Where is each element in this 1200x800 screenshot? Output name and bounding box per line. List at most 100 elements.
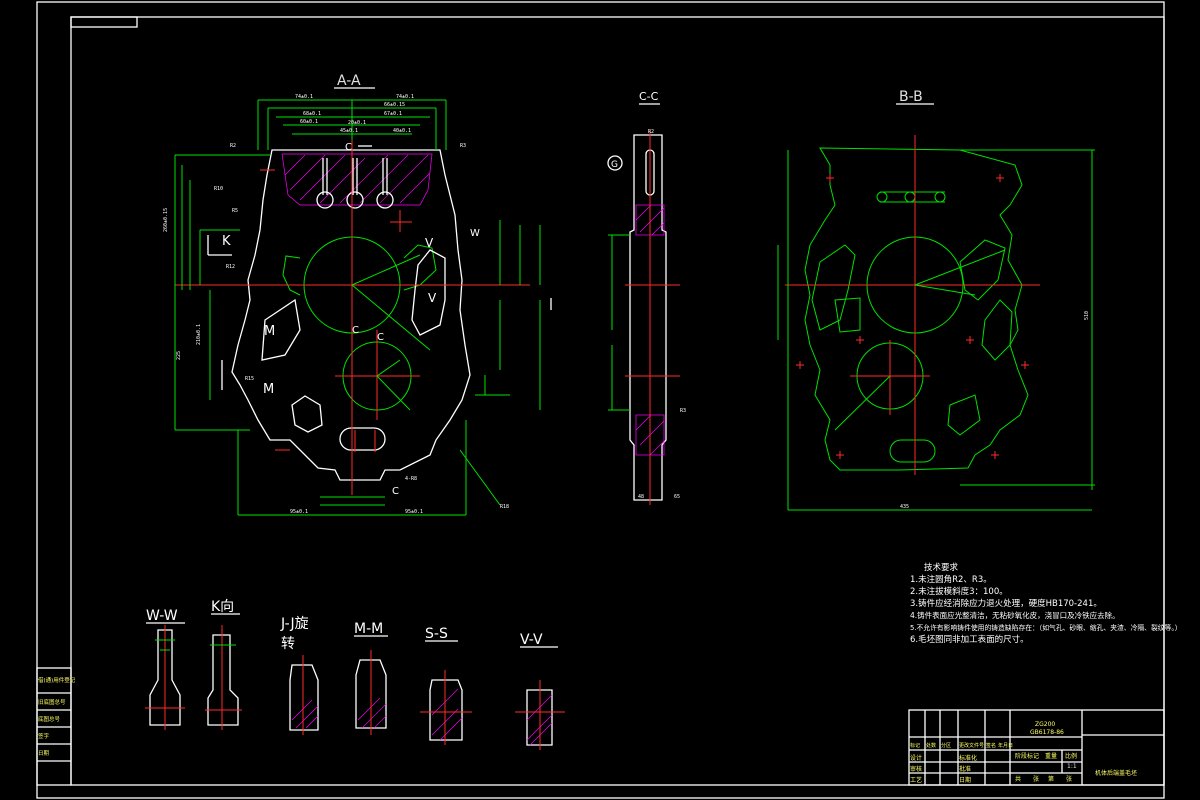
bb-dim-label: 435 — [900, 504, 909, 510]
note-item-4: 4.铸件表面应光整清洁，无粘砂氧化皮，浇冒口及冷铁应去除。 — [910, 610, 1120, 620]
aa-dim-label: R15 — [245, 376, 254, 382]
side-cell-2: 旧底图总号 — [38, 698, 66, 706]
aa-dim-label: 45±0.1 — [340, 128, 358, 134]
view-vv: V-V — [515, 632, 565, 750]
aa-dim-label: R3 — [460, 143, 466, 149]
aa-dim-label: 260±0.15 — [163, 208, 169, 232]
tb-row-label: 签名 — [986, 742, 996, 749]
view-aa-title: A-A — [337, 73, 361, 89]
aa-dim-label: 40±0.1 — [393, 128, 411, 134]
bb-outline — [804, 147, 1029, 471]
notes-heading: 技术要求 — [924, 562, 959, 573]
side-cell-4: 签字 — [38, 732, 50, 740]
aa-v-marker-1: V — [425, 236, 434, 250]
aa-dim-label: 95±0.1 — [290, 509, 308, 515]
aa-section-c-label: C — [345, 142, 352, 153]
note-item-5: 5.不允许有影响铸件使用的铸造缺陷存在：（如气孔、砂眼、缩孔、夹渣、冷隔、裂纹等… — [910, 623, 1182, 632]
aa-dim-label: 210±0.1 — [196, 324, 202, 345]
cc-g-letter: G — [611, 160, 618, 170]
cc-dim-label: 48 — [638, 494, 644, 500]
view-jj-title-2: 转 — [281, 636, 295, 652]
view-aa: A-A — [163, 73, 552, 516]
tb-sheet-label: 张 — [1066, 775, 1072, 783]
tb-role: 批准 — [959, 765, 971, 773]
aa-hole-1 — [316, 191, 334, 209]
aa-dim-label: 95±0.1 — [405, 509, 423, 515]
bb-marks — [796, 174, 1029, 459]
view-mm-title: M-M — [354, 621, 383, 637]
aa-dim-lines-bottom — [237, 420, 467, 516]
aa-bottom-slot — [339, 427, 386, 451]
aa-dim-lines-left — [174, 154, 270, 431]
aa-m-marker-1: M — [264, 324, 275, 339]
aa-dim-label: R12 — [226, 264, 235, 270]
tb-part-name: 机体后端盖毛坯 — [1095, 769, 1137, 777]
technical-notes: 技术要求 1.未注圆角R2、R3。 2.未注拔模斜度3：100。 3.铸件应经消… — [910, 562, 1182, 645]
bb-bottom-slot — [889, 439, 936, 463]
aa-pocket-bottom — [291, 395, 323, 433]
side-block: 借(通)用件登记 旧底图总号 底图总号 签字 日期 — [36, 667, 76, 786]
aa-pocket-left — [261, 298, 301, 361]
side-cell-1: 借(通)用件登记 — [38, 676, 76, 684]
note-item-2: 2.未注拔模斜度3：100。 — [910, 586, 1008, 597]
cc-outline — [629, 134, 667, 501]
view-ww-title: W-W — [146, 608, 178, 624]
tb-role: 日期 — [959, 776, 971, 784]
tb-stage-label: 比例 — [1065, 752, 1077, 760]
aa-c-marker-4: C — [392, 486, 399, 497]
aa-body-outline — [231, 149, 471, 481]
tb-sheet-label: 张 — [1033, 775, 1039, 783]
tb-drawing-no-2: GB6178-86 — [1030, 729, 1064, 736]
view-jj: J-J旋 转 — [280, 616, 319, 735]
note-item-6: 6.毛坯图同非加工表面的尺寸。 — [910, 634, 1029, 645]
aa-k-marker: K — [222, 234, 231, 249]
tb-stage-label: 重量 — [1045, 752, 1057, 760]
cc-g-balloon — [607, 155, 623, 171]
aa-dim-label: 74±0.1 — [396, 94, 414, 100]
aa-c-marker-3: C — [377, 332, 384, 343]
aa-dim-label: R10 — [214, 186, 223, 192]
view-bb-title: B-B — [899, 89, 923, 105]
aa-hole-3 — [376, 191, 394, 209]
tb-sheet-label: 第 — [1048, 775, 1054, 783]
aa-hole-2 — [346, 191, 364, 209]
side-cell-3: 底图总号 — [38, 715, 61, 723]
tb-drawing-no-1: ZG200 — [1035, 721, 1055, 728]
tb-role: 工艺 — [910, 776, 922, 784]
aa-dim-label: 60±0.1 — [300, 119, 318, 125]
tb-stage-label: 阶段标记 — [1015, 752, 1039, 760]
aa-dim-label: 225 — [176, 351, 182, 360]
tb-role: 设计 — [910, 754, 922, 762]
tb-role: 审核 — [910, 765, 922, 773]
sheet-inner-border — [70, 16, 1165, 786]
tb-row-label: 处数 — [926, 742, 936, 749]
tb-row-label: 分区 — [941, 742, 951, 749]
tb-row-label: 更改文件号 — [959, 742, 984, 749]
tb-role: 标准化 — [959, 754, 977, 762]
aa-m-marker-2: M — [263, 382, 274, 397]
view-ss-title: S-S — [425, 626, 448, 642]
view-bb: B-B — [777, 89, 1095, 511]
aa-w-marker: W — [470, 228, 480, 239]
view-k-title: K向 — [211, 599, 234, 615]
aa-dim-label: 4-R8 — [405, 476, 417, 482]
side-cell-5: 日期 — [38, 750, 50, 757]
view-vv-title: V-V — [520, 632, 543, 648]
sheet-outer-border — [36, 1, 1165, 799]
aa-c-marker-2: C — [352, 325, 359, 336]
aa-pocket-right — [411, 249, 446, 336]
view-ww: W-W — [145, 608, 185, 730]
aa-v-marker-2: V — [428, 291, 437, 305]
aa-dim-label: 74±0.1 — [295, 94, 313, 100]
bb-dim-label: 510 — [1084, 311, 1090, 320]
view-k: K向 — [205, 599, 242, 730]
view-mm: M-M — [354, 621, 388, 735]
tb-row-label: 标记 — [910, 742, 920, 749]
aa-hatched-top — [281, 153, 433, 206]
tb-row-label: 年月日 — [998, 742, 1013, 749]
note-item-1: 1.未注圆角R2、R3。 — [910, 574, 992, 585]
view-cc: C-C G 48 65 R2 R3 — [607, 90, 686, 505]
view-ss: S-S — [420, 626, 472, 745]
view-jj-title-1: J-J旋 — [280, 616, 309, 632]
aa-dim-label: R5 — [232, 208, 238, 214]
